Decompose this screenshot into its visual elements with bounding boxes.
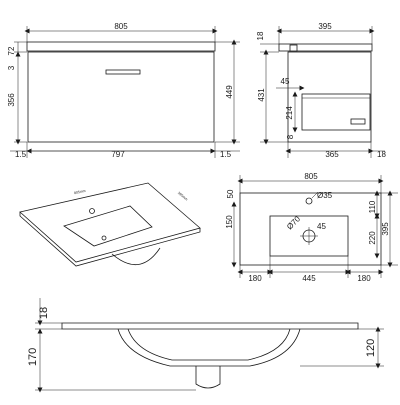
label-tap-hole: Ø35 [317,191,333,200]
waste-drain [101,235,107,241]
cabinet-front [27,51,215,143]
label-drawer-gap: 45 [281,77,290,86]
label-inner-depth: 365 [325,150,339,159]
label-left-height: 150 [225,215,234,229]
basin-isometric: 805mm 395mm [19,182,201,267]
basin-bowl-outline [63,205,153,247]
label-top-right: 110 [368,200,377,213]
label-top-width: 805 [114,22,128,31]
drawer-handle-side [350,118,366,125]
label-bottom-gap: 8 [286,134,295,139]
label-left-margin: 50 [226,189,235,198]
label-drawer-depth: 214 [285,106,294,120]
front-view: 805 72 3 356 449 1.5 797 1.5 [7,22,240,159]
basin-front-edge [19,212,201,267]
label-plan-width: 805 [304,172,318,181]
basin-section-rim [61,322,359,330]
section-view: 18 170 120 [27,298,384,393]
label-bottom-left: 180 [248,274,262,283]
label-height: 431 [257,88,266,102]
label-depth: 395 [318,22,332,31]
label-iso-depth: 395mm [177,191,189,202]
label-left-offset: 1.5 [15,150,27,159]
label-bottom-right: 180 [357,274,371,283]
label-rim: 18 [38,307,50,319]
drawer-handle [105,69,141,75]
plan-view: 805 50 150 Ø35 Ø70 45 110 220 395 180 44… [225,172,398,283]
label-plan-depth: 395 [381,222,390,236]
label-inner-width: 797 [111,150,125,159]
label-total-depth: 170 [27,348,39,366]
label-back-thickness: 18 [377,150,386,159]
side-view: 395 18 431 45 214 8 365 18 [256,22,386,159]
label-top-thickness: 72 [7,46,16,55]
label-bowl-depth-section: 120 [365,339,377,357]
label-iso-width: 805mm [74,189,86,196]
label-total-height: 449 [225,85,234,99]
label-waste-angle: 45 [317,222,326,231]
label-gap: 3 [7,65,16,70]
countertop-side [278,43,373,52]
leader-tap-hole [311,191,319,199]
tap-hole [89,208,95,214]
label-bowl-width: 445 [302,274,316,283]
countertop-front [26,41,216,52]
basin-section-bowl-inner [127,328,291,361]
waste-outlet [195,366,221,389]
drawer-box-side [301,93,371,131]
label-drawer-height: 356 [7,93,16,107]
wall-bracket [289,44,298,52]
label-top-height: 18 [256,31,265,40]
label-right-offset: 1.5 [220,150,232,159]
label-bowl-depth: 220 [368,231,377,245]
basin-top-surface [19,182,201,263]
tap-hole-plan [305,197,313,205]
basin-bowl-underside [111,247,161,266]
basin-section-bowl [117,328,301,367]
